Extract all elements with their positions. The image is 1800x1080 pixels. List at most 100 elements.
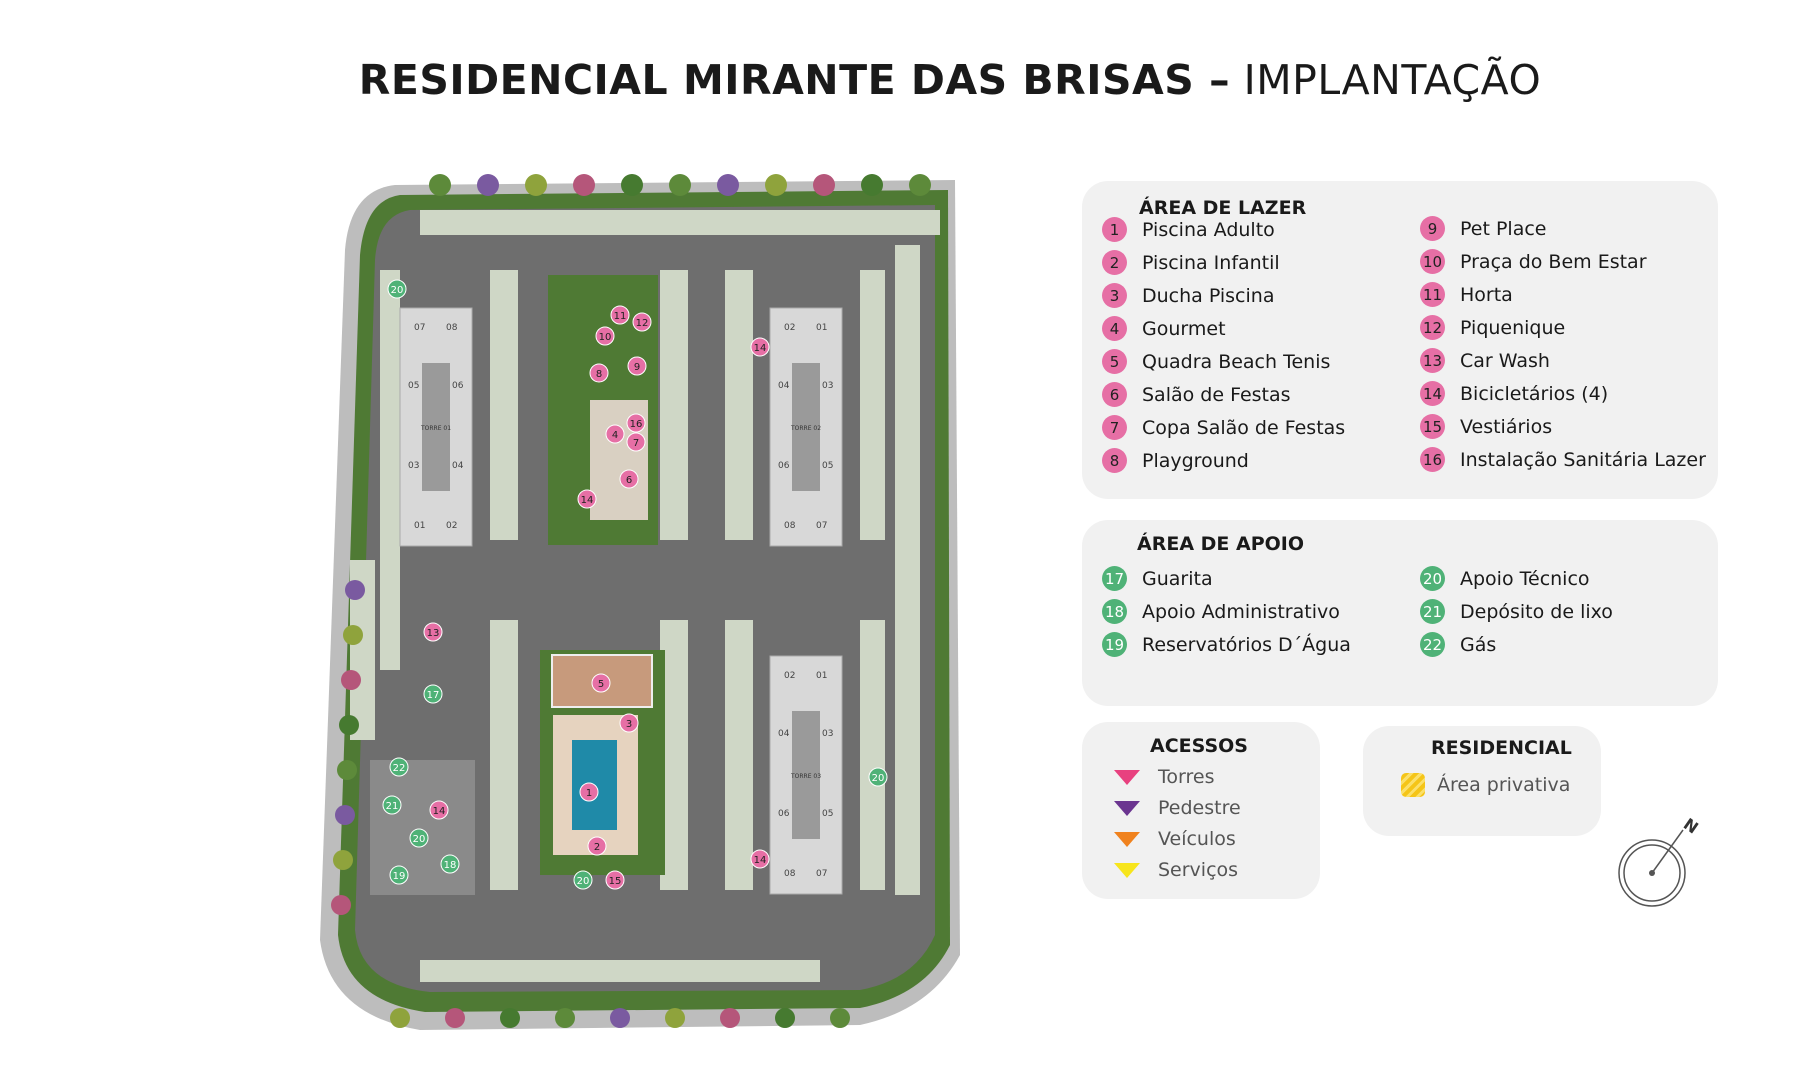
residencial-legend-panel: RESIDENCIAL Área privativa bbox=[1363, 726, 1601, 836]
tree bbox=[610, 1008, 630, 1028]
legend-label: Car Wash bbox=[1460, 349, 1550, 372]
tree bbox=[669, 174, 691, 196]
map-marker-20: 20 bbox=[387, 279, 407, 299]
parking-area bbox=[895, 245, 920, 895]
parking-area bbox=[420, 960, 820, 982]
legend-item: 7 Copa Salão de Festas bbox=[1102, 415, 1345, 440]
access-label: Serviços bbox=[1158, 859, 1239, 881]
number-badge: 21 bbox=[1420, 599, 1445, 624]
title-bold: RESIDENCIAL MIRANTE DAS BRISAS – bbox=[358, 56, 1231, 104]
number-badge: 13 bbox=[1420, 348, 1445, 373]
legend-label: Playground bbox=[1142, 449, 1249, 472]
tree bbox=[331, 895, 351, 915]
number-badge: 14 bbox=[1420, 381, 1445, 406]
number-badge: 16 bbox=[1420, 447, 1445, 472]
map-marker-15: 15 bbox=[605, 870, 625, 890]
svg-text:16: 16 bbox=[630, 419, 643, 430]
svg-text:20: 20 bbox=[577, 876, 590, 887]
unit-number: 02 bbox=[784, 323, 795, 333]
map-marker-9: 9 bbox=[627, 356, 647, 376]
parking-area bbox=[860, 270, 885, 540]
unit-number: 05 bbox=[408, 381, 419, 391]
unit-number: 02 bbox=[446, 521, 457, 531]
legend-label: Piscina Infantil bbox=[1142, 251, 1280, 274]
svg-text:22: 22 bbox=[393, 763, 406, 774]
map-marker-13: 13 bbox=[423, 622, 443, 642]
unit-number: 08 bbox=[446, 323, 458, 333]
parking-area bbox=[860, 620, 885, 890]
unit-number: 07 bbox=[816, 869, 827, 879]
tree bbox=[621, 174, 643, 196]
unit-number: 08 bbox=[784, 521, 796, 531]
map-marker-10: 10 bbox=[595, 326, 615, 346]
legend-label: Copa Salão de Festas bbox=[1142, 416, 1346, 439]
number-badge: 1 bbox=[1102, 217, 1127, 242]
title-light: IMPLANTAÇÃO bbox=[1243, 56, 1542, 104]
legend-item: 17 Guarita bbox=[1102, 566, 1213, 591]
north-compass-icon: N bbox=[1618, 814, 1702, 907]
parking-area bbox=[725, 620, 753, 890]
number-badge: 17 bbox=[1102, 566, 1127, 591]
svg-text:17: 17 bbox=[427, 690, 440, 701]
legend-label: Guarita bbox=[1142, 567, 1213, 590]
map-marker-18: 18 bbox=[440, 854, 460, 874]
tree bbox=[345, 580, 365, 600]
map-marker-14: 14 bbox=[750, 337, 770, 357]
number-badge: 12 bbox=[1420, 315, 1445, 340]
parking-area bbox=[380, 270, 400, 670]
tree bbox=[429, 174, 451, 196]
tree bbox=[477, 174, 499, 196]
svg-text:19: 19 bbox=[393, 871, 406, 882]
legend-label: Ducha Piscina bbox=[1142, 284, 1275, 307]
number-badge: 7 bbox=[1102, 415, 1127, 440]
map-marker-19: 19 bbox=[389, 865, 409, 885]
tree bbox=[525, 174, 547, 196]
map-marker-3: 3 bbox=[619, 713, 639, 733]
legend-item: 13 Car Wash bbox=[1420, 348, 1550, 373]
svg-text:12: 12 bbox=[636, 318, 649, 329]
tree bbox=[500, 1008, 520, 1028]
parking-stalls bbox=[350, 210, 940, 982]
svg-text:4: 4 bbox=[612, 430, 618, 441]
tower-label: TORRE 03 bbox=[790, 773, 821, 780]
svg-text:15: 15 bbox=[609, 876, 622, 887]
triangle-icon bbox=[1114, 831, 1140, 847]
acessos-title: ACESSOS bbox=[1150, 735, 1248, 757]
legend-label: Pet Place bbox=[1460, 217, 1547, 240]
map-marker-1: 1 bbox=[579, 782, 599, 802]
map-marker-20: 20 bbox=[868, 767, 888, 787]
tree bbox=[665, 1008, 685, 1028]
unit-number: 04 bbox=[778, 729, 790, 739]
svg-text:7: 7 bbox=[633, 438, 639, 449]
legend-label: Vestiários bbox=[1460, 415, 1553, 438]
svg-text:20: 20 bbox=[413, 834, 426, 845]
access-label: Pedestre bbox=[1158, 797, 1241, 819]
number-badge: 10 bbox=[1420, 249, 1445, 274]
tree bbox=[335, 805, 355, 825]
map-marker-2: 2 bbox=[587, 836, 607, 856]
svg-text:18: 18 bbox=[444, 860, 457, 871]
svg-text:8: 8 bbox=[596, 369, 602, 380]
svg-text:9: 9 bbox=[634, 362, 640, 373]
number-badge: 18 bbox=[1102, 599, 1127, 624]
legend-label: Apoio Administrativo bbox=[1142, 600, 1340, 623]
map-marker-12: 12 bbox=[632, 312, 652, 332]
residencial-title: RESIDENCIAL bbox=[1431, 737, 1572, 759]
number-badge: 22 bbox=[1420, 632, 1445, 657]
legend-access-0: Torres bbox=[1114, 766, 1214, 788]
unit-number: 06 bbox=[778, 809, 790, 819]
tree bbox=[445, 1008, 465, 1028]
legend-access-2: Veículos bbox=[1114, 828, 1236, 850]
legend-label: Piscina Adulto bbox=[1142, 218, 1275, 241]
unit-number: 02 bbox=[784, 671, 795, 681]
parking-area bbox=[725, 270, 753, 540]
svg-text:2: 2 bbox=[594, 842, 600, 853]
